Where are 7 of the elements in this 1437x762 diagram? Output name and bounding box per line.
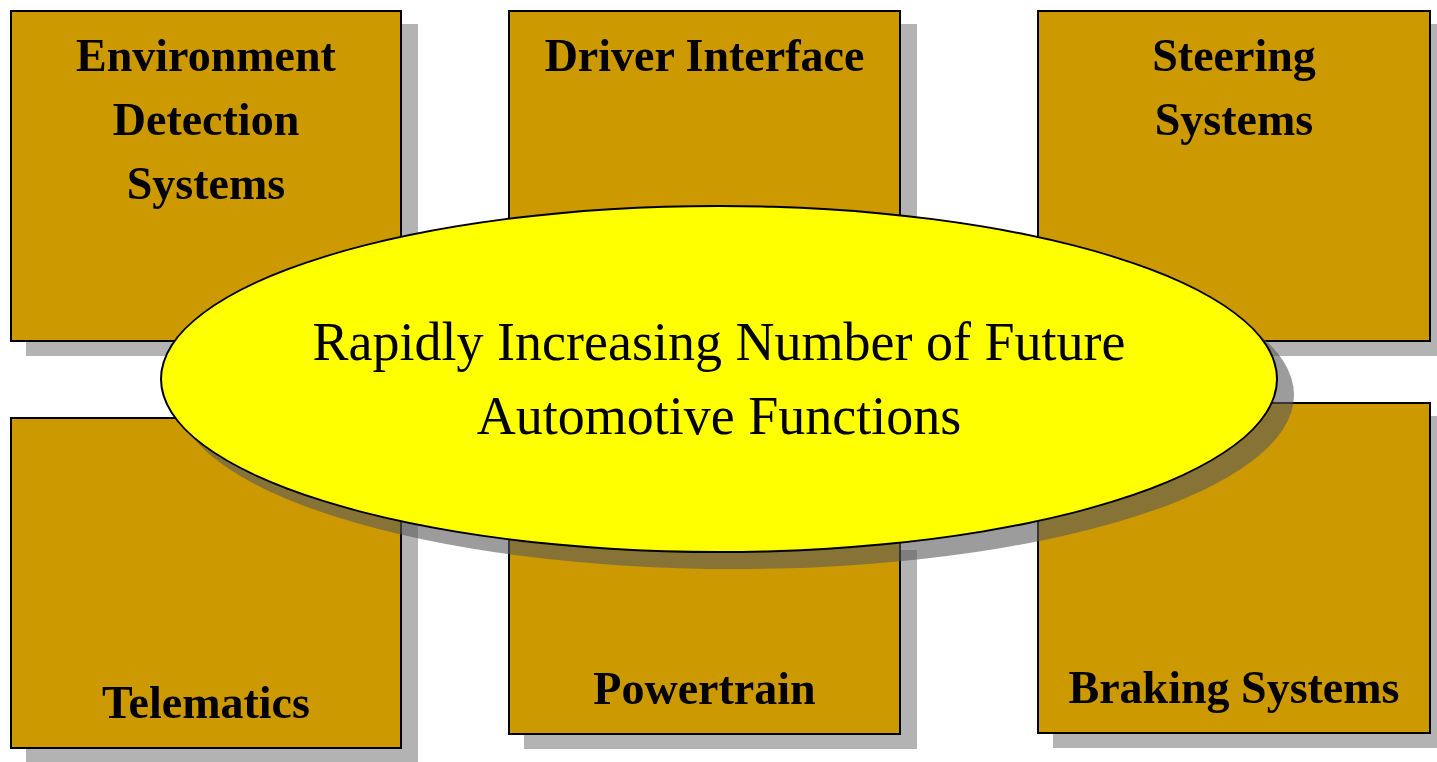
- box-title: Braking Systems: [1068, 661, 1400, 715]
- box-title: Driver Interface: [544, 29, 865, 83]
- box-title: Steering Systems: [1151, 29, 1317, 147]
- box-title: Powertrain: [593, 662, 816, 716]
- ellipse-text: Rapidly Increasing Number of Future Automotive Functions: [311, 311, 1127, 448]
- box-title: Telematics: [102, 676, 310, 730]
- box-title: Environment Detection Systems: [75, 29, 337, 211]
